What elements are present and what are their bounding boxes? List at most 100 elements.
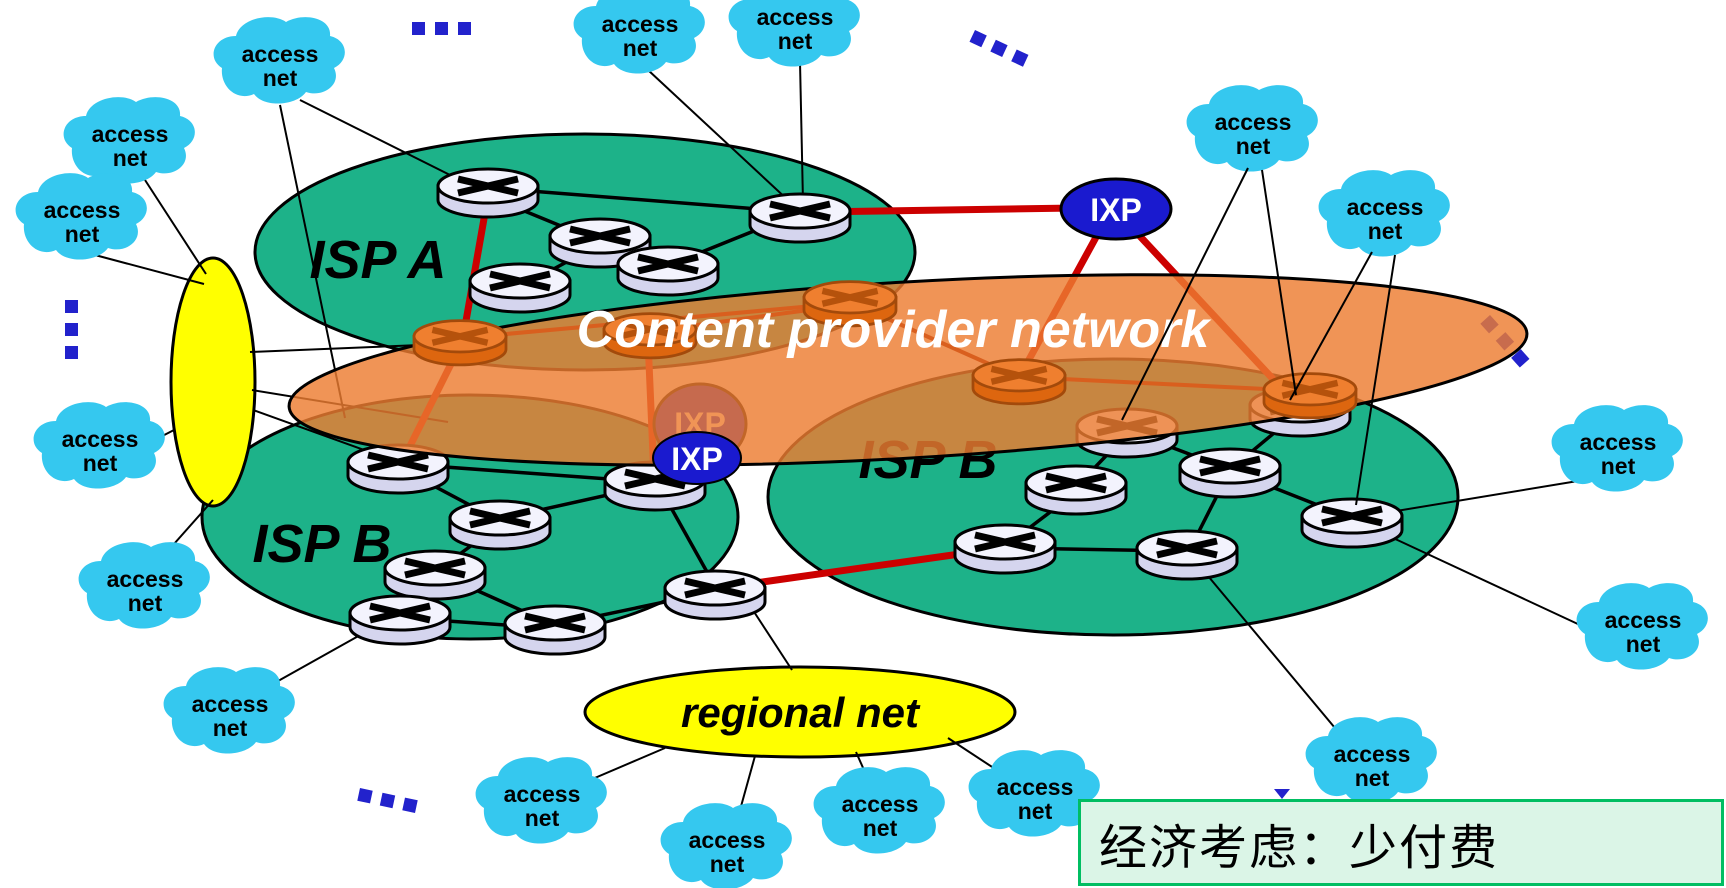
access-net-label: access [192, 691, 269, 717]
router-icon [448, 499, 552, 551]
local-net-ellipse [169, 256, 257, 508]
access-link-line [647, 69, 791, 203]
access-link-line [799, 61, 804, 203]
access-net-label: access [997, 774, 1074, 800]
content-provider-ellipse [287, 273, 1529, 467]
access-net-label: net [1368, 218, 1403, 244]
router-icon [436, 167, 540, 219]
isp-a-label: ISP A [309, 230, 446, 290]
access-link-line [1355, 254, 1396, 506]
caption-box: 经济考虑：少付费 [1078, 799, 1724, 886]
access-net-label: access [107, 566, 184, 592]
access-net-label: net [1355, 765, 1390, 791]
ellipsis-dots-icon [357, 788, 418, 813]
access-net-label: net [113, 145, 148, 171]
access-net-label: net [213, 715, 248, 741]
access-net-label: net [83, 450, 118, 476]
access-net-label: access [242, 41, 319, 67]
regional-net-ellipse [583, 665, 1017, 759]
router-icon [748, 192, 852, 244]
ellipsis-dots-icon [969, 30, 1029, 67]
router-icon [548, 217, 652, 269]
content-provider-label: Content provider network [577, 301, 1213, 359]
isp-internal-link [491, 186, 797, 214]
ellipsis-dots-icon [412, 22, 471, 35]
ixp2-label: IXP [671, 441, 723, 477]
ixp1-ellipse [1059, 177, 1173, 241]
regional-net-label: regional net [681, 689, 921, 736]
access-net-label: net [1236, 133, 1271, 159]
access-net-label: net [263, 65, 298, 91]
router-icon-orange [1262, 372, 1358, 420]
access-net-label: access [1580, 429, 1657, 455]
router-icon-orange [412, 319, 508, 367]
access-link-line [1261, 169, 1297, 396]
access-net-label: access [1334, 741, 1411, 767]
access-net-label: net [65, 221, 100, 247]
router-icon-orange [602, 312, 698, 360]
access-link-line [279, 104, 346, 419]
access-link-line [299, 99, 473, 187]
router-icon-orange [802, 280, 898, 328]
access-net-label: access [689, 827, 766, 853]
router-icon [468, 262, 572, 314]
access-net-label: net [1018, 798, 1053, 824]
router-icon [616, 245, 720, 297]
ixp2-ellipse [652, 431, 742, 485]
access-net-label: access [44, 197, 121, 223]
access-net-label: access [842, 791, 919, 817]
access-net-label: net [710, 851, 745, 877]
content-internal-link [1021, 375, 1307, 393]
access-net-label: net [525, 805, 560, 831]
access-link-line [144, 179, 207, 275]
isp-b-left-label: ISP B [252, 514, 391, 574]
access-net-label: net [128, 590, 163, 616]
access-net-label: net [863, 815, 898, 841]
access-net-label: net [1601, 453, 1636, 479]
router-icon [348, 594, 452, 646]
router-icon [663, 569, 767, 621]
access-link-line [1362, 523, 1581, 626]
access-net-label: access [1605, 607, 1682, 633]
access-net-label: access [602, 11, 679, 37]
access-link-line [1365, 477, 1597, 517]
access-net-label: access [1347, 194, 1424, 220]
router-icon [383, 549, 487, 601]
access-net-label: access [1215, 109, 1292, 135]
access-net-label: access [62, 426, 139, 452]
access-link-line [249, 344, 421, 353]
pointer-mark-icon [1274, 789, 1290, 799]
router-icon [1178, 447, 1282, 499]
router-icon-orange [971, 358, 1067, 406]
access-link-line [94, 254, 205, 285]
access-net-label: access [504, 781, 581, 807]
access-net-label: net [778, 28, 813, 54]
access-link-line [1289, 251, 1373, 401]
access-link-line [1121, 167, 1249, 421]
ellipsis-dots-icon [65, 300, 78, 359]
peering-link-red [459, 192, 492, 342]
router-icon [1135, 529, 1239, 581]
access-net-label: net [1626, 631, 1661, 657]
peering-link-red [808, 204, 1080, 216]
access-net-label: access [757, 4, 834, 30]
router-icon [953, 523, 1057, 575]
router-icon [1300, 497, 1404, 549]
